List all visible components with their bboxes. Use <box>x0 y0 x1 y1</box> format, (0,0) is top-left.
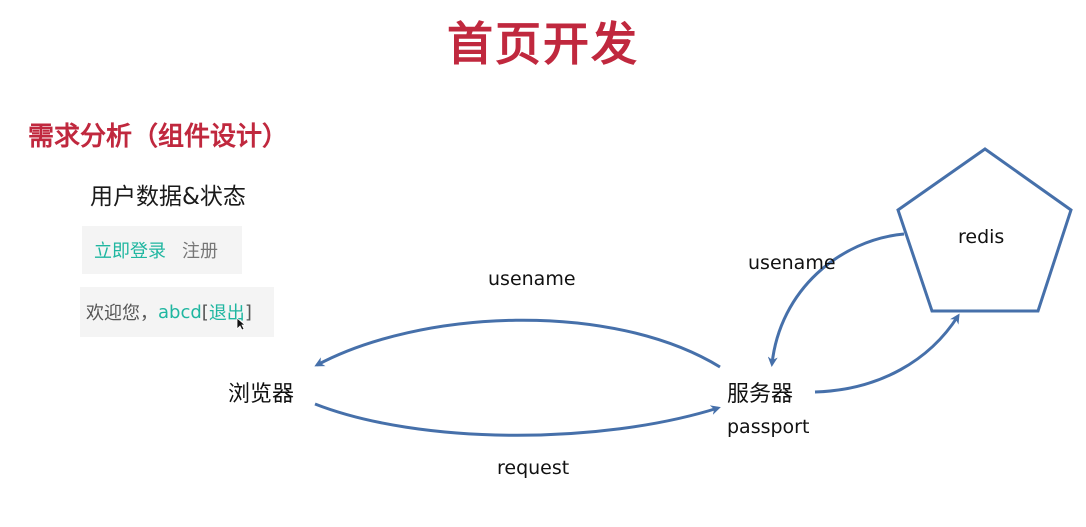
node-server-passport: passport <box>727 416 810 438</box>
edge-browser-to-server <box>314 402 721 437</box>
edge-server-to-redis <box>814 313 960 394</box>
user-state-label: 用户数据&状态 <box>90 184 246 210</box>
node-redis: redis <box>958 226 1005 248</box>
edge-label-server-to-browser: usename <box>488 268 576 290</box>
mouse-cursor-icon <box>236 317 246 331</box>
edge-label-browser-to-server: request <box>497 457 570 479</box>
slide-title: 首页开发 <box>447 17 639 71</box>
welcome-greeting: 欢迎您， <box>86 303 158 324</box>
logout-bracket-open: [ <box>201 301 209 323</box>
section-heading: 需求分析（组件设计） <box>28 122 289 152</box>
logout-link[interactable]: 退出 <box>208 303 245 324</box>
logout-bracket-close: ] <box>244 301 252 323</box>
login-link[interactable]: 立即登录 <box>94 241 166 262</box>
login-mockup: 立即登录 注册 <box>82 226 242 274</box>
redis-node-shape <box>896 147 1073 313</box>
register-link[interactable]: 注册 <box>182 241 218 262</box>
edge-redis-to-server <box>767 232 905 367</box>
edge-server-to-browser <box>314 318 721 369</box>
node-server: 服务器 <box>727 382 794 407</box>
welcome-username: abcd <box>158 301 202 323</box>
edge-label-redis-to-server: usename <box>748 252 836 274</box>
node-browser: 浏览器 <box>228 382 295 407</box>
